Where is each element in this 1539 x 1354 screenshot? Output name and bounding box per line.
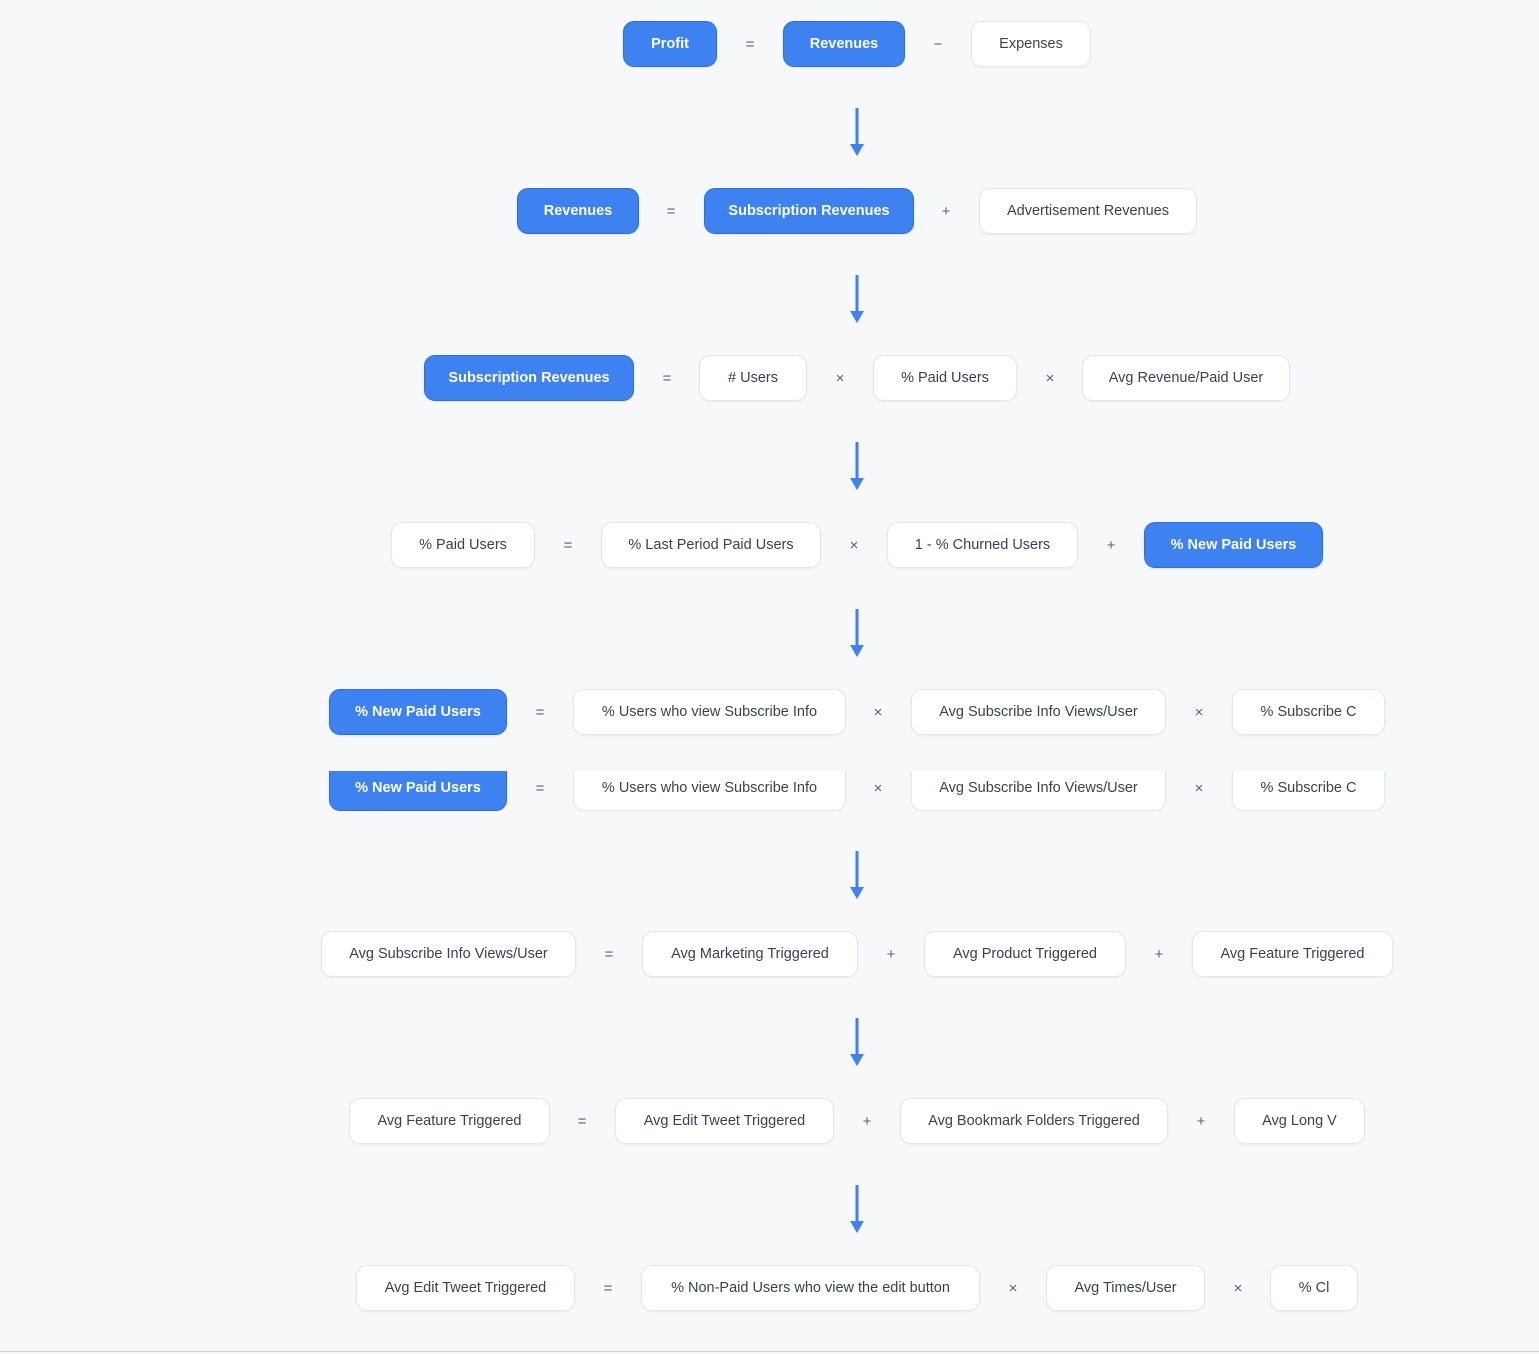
- term-new-paid-users[interactable]: % New Paid Users: [329, 689, 507, 735]
- operator: ×: [1008, 1279, 1018, 1297]
- operator: =: [535, 703, 545, 721]
- operator: ×: [1233, 1279, 1243, 1297]
- term-subscription-revenues[interactable]: Subscription Revenues: [704, 188, 914, 234]
- equation-row-new-paid-users: % New Paid Users = % Users who view Subs…: [0, 689, 1539, 737]
- down-arrow-icon: [850, 108, 864, 156]
- equation-row-profit: Profit = Revenues − Expenses: [0, 21, 1539, 69]
- term-churned-users[interactable]: 1 - % Churned Users: [887, 522, 1078, 568]
- term-profit[interactable]: Profit: [623, 21, 717, 67]
- term-avg-subscribe-info-views-user[interactable]: Avg Subscribe Info Views/User: [911, 689, 1166, 735]
- term-paid-users[interactable]: % Paid Users: [873, 355, 1017, 401]
- term-avg-edit-tweet-triggered[interactable]: Avg Edit Tweet Triggered: [356, 1265, 575, 1311]
- term-new-paid-users[interactable]: % New Paid Users: [329, 771, 507, 811]
- equation-row-avg-feature-triggered: Avg Feature Triggered = Avg Edit Tweet T…: [0, 1098, 1539, 1146]
- equation-row-avg-subscribe-info-views: Avg Subscribe Info Views/User = Avg Mark…: [0, 931, 1539, 979]
- term-avg-subscribe-info-views-user[interactable]: Avg Subscribe Info Views/User: [321, 931, 576, 977]
- term-last-period-paid-users[interactable]: % Last Period Paid Users: [601, 522, 821, 568]
- operator: ×: [873, 779, 883, 797]
- term-subscribe-conversion[interactable]: % Subscribe C: [1232, 689, 1385, 735]
- operator: =: [604, 945, 614, 963]
- term-avg-subscribe-info-views-user[interactable]: Avg Subscribe Info Views/User: [911, 771, 1166, 811]
- term-subscription-revenues[interactable]: Subscription Revenues: [424, 355, 634, 401]
- down-arrow-icon: [850, 609, 864, 657]
- term-subscribe-conversion[interactable]: % Subscribe C: [1232, 771, 1385, 811]
- term-avg-feature-triggered[interactable]: Avg Feature Triggered: [349, 1098, 550, 1144]
- term-avg-long-video[interactable]: Avg Long V: [1234, 1098, 1365, 1144]
- operator: ×: [873, 703, 883, 721]
- term-new-paid-users[interactable]: % New Paid Users: [1144, 522, 1323, 568]
- operator: +: [1196, 1112, 1206, 1130]
- operator: ×: [1194, 703, 1204, 721]
- equation-row-revenues: Revenues = Subscription Revenues + Adver…: [0, 188, 1539, 236]
- down-arrow-icon: [850, 851, 864, 899]
- divider: [0, 1351, 1539, 1352]
- term-users-who-view-subscribe-info[interactable]: % Users who view Subscribe Info: [573, 771, 846, 811]
- term-advertisement-revenues[interactable]: Advertisement Revenues: [979, 188, 1197, 234]
- down-arrow-icon: [850, 275, 864, 323]
- operator: =: [535, 779, 545, 797]
- operator: +: [1106, 536, 1116, 554]
- term-avg-edit-tweet-triggered[interactable]: Avg Edit Tweet Triggered: [615, 1098, 834, 1144]
- operator: +: [886, 945, 896, 963]
- equation-row-new-paid-users-duplicate: % New Paid Users = % Users who view Subs…: [0, 771, 1539, 811]
- operator: +: [941, 202, 951, 220]
- down-arrow-icon: [850, 1185, 864, 1233]
- equation-row-paid-users: % Paid Users = % Last Period Paid Users …: [0, 522, 1539, 570]
- term-expenses[interactable]: Expenses: [971, 21, 1091, 67]
- down-arrow-icon: [850, 1018, 864, 1066]
- term-non-paid-users-who-view-edit-button[interactable]: % Non-Paid Users who view the edit butto…: [641, 1265, 980, 1311]
- operator: ×: [835, 369, 845, 387]
- term-click-rate[interactable]: % Cl: [1270, 1265, 1358, 1311]
- operator: −: [933, 35, 943, 53]
- term-avg-product-triggered[interactable]: Avg Product Triggered: [924, 931, 1126, 977]
- operator: =: [745, 35, 755, 53]
- operator: =: [577, 1112, 587, 1130]
- equation-row-subscription-revenues: Subscription Revenues = # Users × % Paid…: [0, 355, 1539, 403]
- operator: =: [662, 369, 672, 387]
- term-paid-users[interactable]: % Paid Users: [391, 522, 535, 568]
- term-users[interactable]: # Users: [699, 355, 807, 401]
- term-revenues[interactable]: Revenues: [517, 188, 639, 234]
- operator: +: [862, 1112, 872, 1130]
- term-users-who-view-subscribe-info[interactable]: % Users who view Subscribe Info: [573, 689, 846, 735]
- operator: +: [1154, 945, 1164, 963]
- term-avg-bookmark-folders-triggered[interactable]: Avg Bookmark Folders Triggered: [900, 1098, 1168, 1144]
- operator: ×: [849, 536, 859, 554]
- operator: =: [666, 202, 676, 220]
- term-avg-feature-triggered[interactable]: Avg Feature Triggered: [1192, 931, 1393, 977]
- operator: ×: [1045, 369, 1055, 387]
- operator: ×: [1194, 779, 1204, 797]
- term-avg-times-user[interactable]: Avg Times/User: [1046, 1265, 1205, 1311]
- term-avg-marketing-triggered[interactable]: Avg Marketing Triggered: [642, 931, 858, 977]
- operator: =: [603, 1279, 613, 1297]
- operator: =: [563, 536, 573, 554]
- down-arrow-icon: [850, 442, 864, 490]
- term-revenues[interactable]: Revenues: [783, 21, 905, 67]
- equation-row-avg-edit-tweet-triggered: Avg Edit Tweet Triggered = % Non-Paid Us…: [0, 1265, 1539, 1313]
- term-avg-revenue-paid-user[interactable]: Avg Revenue/Paid User: [1082, 355, 1290, 401]
